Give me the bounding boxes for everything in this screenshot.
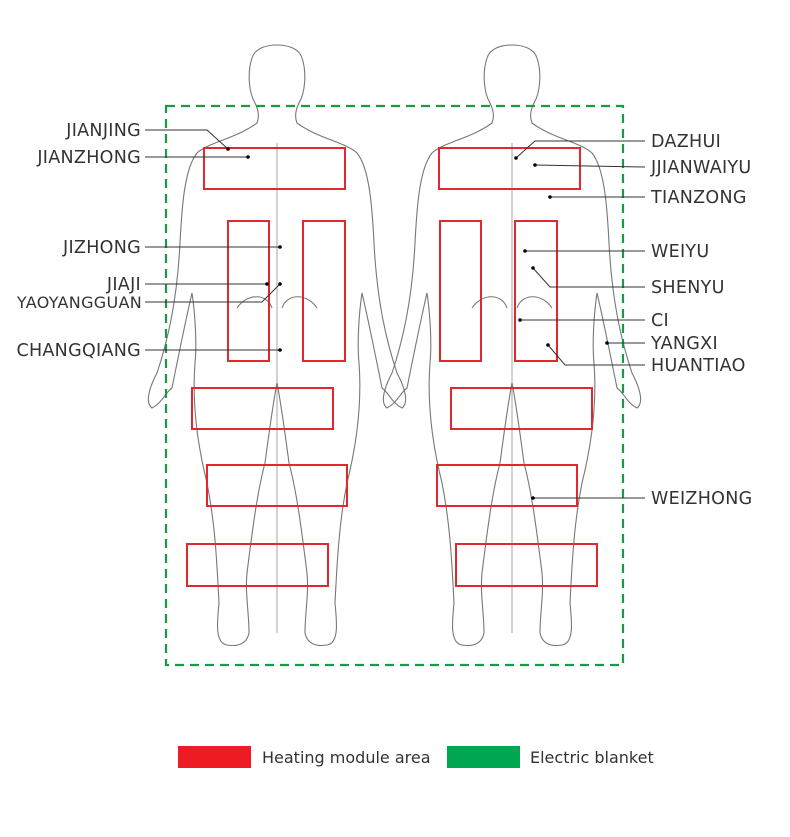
label-weiyu: WEIYU <box>651 242 710 262</box>
body-figure-right <box>382 44 642 647</box>
heating-module <box>450 387 593 430</box>
label-weizhong: WEIZHONG <box>651 489 753 509</box>
legend-swatch-heating <box>178 746 251 768</box>
legend-label-blanket: Electric blanket <box>530 748 654 767</box>
label-ci: CI <box>651 311 669 331</box>
label-jianzhong: JIANZHONG <box>36 148 141 168</box>
heating-module <box>436 464 578 507</box>
label-jiaji: JIAJI <box>106 275 141 295</box>
label-dazhui: DAZHUI <box>651 132 721 152</box>
heating-modules <box>186 147 598 587</box>
label-huantiao: HUANTIAO <box>651 356 746 376</box>
label-jianjing: JIANJING <box>65 121 141 141</box>
legend: Heating module area Electric blanket <box>178 746 654 768</box>
legend-label-heating: Heating module area <box>262 748 431 767</box>
label-yaoyangguan: YAOYANGGUAN <box>16 293 142 312</box>
heating-module <box>302 220 346 362</box>
legend-swatch-blanket <box>447 746 520 768</box>
label-tianzong: TIANZONG <box>650 188 747 208</box>
heating-module <box>227 220 270 362</box>
label-jizhong: JIZHONG <box>62 238 141 258</box>
electric-blanket-outline <box>164 104 625 667</box>
heating-module <box>514 220 558 362</box>
heating-module <box>186 543 329 587</box>
label-shenyu: SHENYU <box>651 278 725 298</box>
heating-module <box>203 147 346 190</box>
heating-module <box>438 147 581 190</box>
label-jjianwaiyu: JJIANWAIYU <box>650 158 752 178</box>
heating-module <box>439 220 482 362</box>
heating-module <box>206 464 348 507</box>
heating-module <box>191 387 334 430</box>
leader-lines <box>145 129 646 500</box>
label-changqiang: CHANGQIANG <box>16 341 141 361</box>
heating-module <box>455 543 598 587</box>
label-yangxi: YANGXI <box>650 334 718 354</box>
